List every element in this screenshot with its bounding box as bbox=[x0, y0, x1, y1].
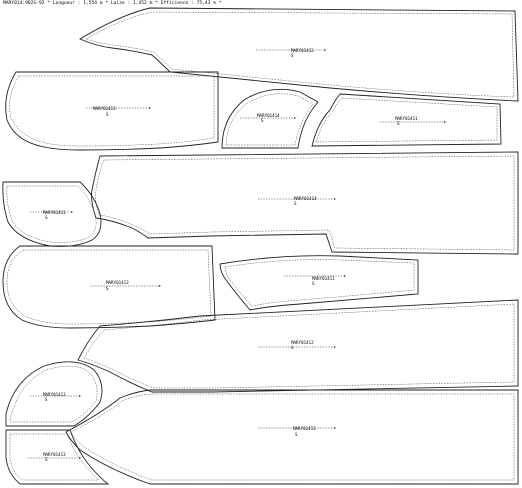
pattern-piece-9 bbox=[77, 299, 519, 393]
piece-1-code: MARY01412 bbox=[291, 48, 314, 53]
piece-2-size: S bbox=[106, 112, 109, 117]
piece-1-size: S bbox=[291, 53, 294, 58]
pattern-piece-1 bbox=[79, 7, 519, 102]
piece-5-size: S bbox=[294, 201, 297, 206]
piece-11-size: S bbox=[295, 432, 298, 437]
piece-12-code: MARY01413 bbox=[43, 452, 66, 457]
pattern-piece-10 bbox=[5, 361, 103, 427]
piece-4-code: MARY01411 bbox=[395, 116, 418, 121]
pattern-piece-4 bbox=[311, 93, 502, 147]
piece-7-code: MARY01413 bbox=[106, 280, 129, 285]
pattern-piece-8 bbox=[219, 255, 419, 311]
pattern-piece-7 bbox=[2, 245, 216, 329]
piece-9-size: S bbox=[291, 345, 294, 350]
piece-4-size: S bbox=[397, 121, 400, 126]
piece-3-size: S bbox=[261, 118, 264, 123]
piece-7-size: S bbox=[106, 286, 109, 291]
pattern-piece-5 bbox=[91, 151, 519, 255]
pattern-piece-3 bbox=[221, 88, 319, 149]
piece-10-code: MARY01411 bbox=[43, 392, 66, 397]
piece-8-size: S bbox=[312, 281, 315, 286]
piece-9-code: MARY01412 bbox=[291, 340, 314, 345]
pattern-piece-2 bbox=[5, 71, 219, 151]
piece-3-code: MARY01414 bbox=[257, 113, 280, 118]
piece-12-size: S bbox=[45, 457, 48, 462]
piece-8-code: MARY01411 bbox=[312, 276, 335, 281]
pattern-piece-11 bbox=[65, 389, 519, 485]
piece-6-size: S bbox=[45, 215, 48, 220]
piece-11-code: MARY01413 bbox=[293, 426, 316, 431]
piece-5-code: MARY01414 bbox=[294, 196, 317, 201]
piece-6-code: MARY01411 bbox=[43, 210, 66, 215]
marker-header: MARY014:9D2S-92 * Longueur : 1,554 m * L… bbox=[3, 1, 222, 6]
piece-2-code: MARY01413 bbox=[93, 106, 116, 111]
pattern-piece-6 bbox=[2, 181, 102, 247]
piece-10-size: S bbox=[45, 397, 48, 402]
pattern-piece-12 bbox=[5, 429, 110, 485]
